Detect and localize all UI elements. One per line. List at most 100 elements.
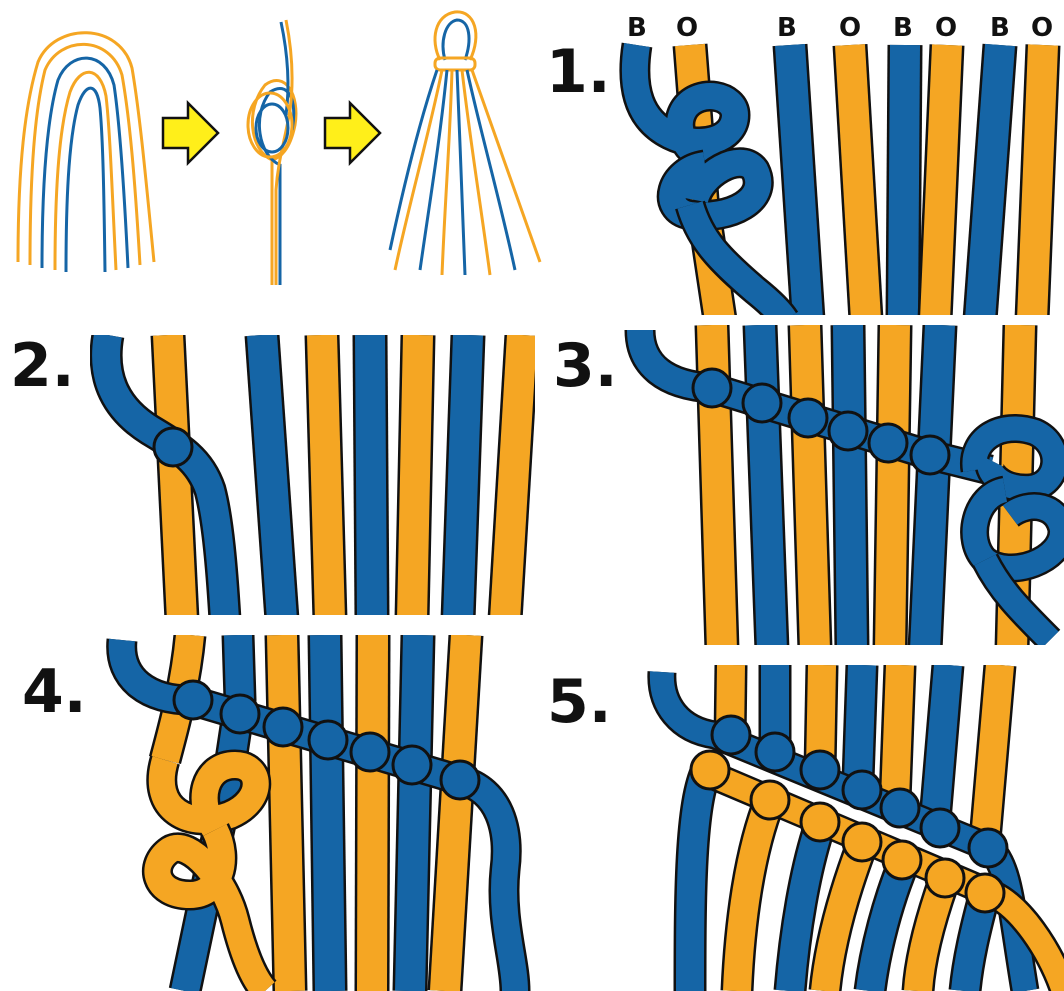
cord-fill bbox=[445, 635, 466, 991]
orange-knot bbox=[751, 781, 789, 819]
blue-cord bbox=[760, 325, 772, 650]
cord-fill bbox=[282, 635, 290, 991]
orange-cord bbox=[850, 45, 866, 320]
orange-knot bbox=[801, 803, 839, 841]
blue-knot bbox=[789, 399, 827, 437]
yellow-arrow-right-icon bbox=[163, 103, 218, 163]
blue-knot bbox=[743, 384, 781, 422]
orange-cord bbox=[412, 335, 418, 620]
cord-fill bbox=[903, 45, 905, 320]
cord-fill bbox=[410, 635, 418, 991]
blue-knot bbox=[801, 751, 839, 789]
orange-cord bbox=[505, 335, 522, 620]
yellow-arrow-right-icon bbox=[325, 103, 380, 163]
strand-letter: O bbox=[839, 13, 861, 43]
blue-knot bbox=[969, 829, 1007, 867]
cord-fill bbox=[370, 335, 372, 620]
step-4-panel bbox=[122, 635, 515, 991]
intro-knotted-strands bbox=[390, 12, 540, 275]
cord-fill bbox=[985, 665, 1000, 840]
blue-cord bbox=[935, 665, 948, 820]
blue-cord bbox=[325, 635, 330, 991]
blue-cord bbox=[690, 768, 708, 991]
orange-cord bbox=[935, 45, 947, 320]
blue-knot bbox=[756, 733, 794, 771]
cord-fill bbox=[505, 335, 522, 620]
orange-cord bbox=[1032, 45, 1043, 320]
orange-cord bbox=[282, 635, 290, 991]
cord-fill bbox=[850, 45, 866, 320]
blue-knot bbox=[921, 809, 959, 847]
cord-fill bbox=[412, 335, 418, 620]
blue-knot bbox=[264, 708, 302, 746]
orange-cord bbox=[805, 325, 815, 650]
intro-loop-strands bbox=[248, 20, 296, 285]
orange-knot bbox=[691, 751, 729, 789]
step-2-panel bbox=[106, 335, 522, 620]
blue-knot bbox=[351, 733, 389, 771]
cord-fill bbox=[790, 45, 808, 320]
strand-letter: B bbox=[777, 13, 797, 43]
blue-cord bbox=[262, 335, 282, 620]
blue-cord bbox=[458, 335, 468, 620]
cord-fill bbox=[925, 325, 940, 650]
blue-knot bbox=[693, 369, 731, 407]
orange-knot bbox=[843, 823, 881, 861]
strand-letter: B bbox=[990, 13, 1010, 43]
blue-cord bbox=[980, 45, 1000, 320]
cord-fill bbox=[262, 335, 282, 620]
orange-knot bbox=[966, 874, 1004, 912]
blue-cord bbox=[848, 325, 852, 650]
blue-cord bbox=[903, 45, 905, 320]
orange-cord bbox=[168, 335, 182, 620]
orange-cord bbox=[372, 635, 373, 991]
step-5-label: 5. bbox=[547, 667, 612, 737]
blue-knot bbox=[843, 771, 881, 809]
cord-fill bbox=[935, 665, 948, 820]
cord-fill bbox=[895, 665, 900, 800]
cord-fill bbox=[1032, 45, 1043, 320]
strand-letter: B bbox=[893, 13, 913, 43]
blue-knot bbox=[221, 695, 259, 733]
step-3-panel bbox=[640, 325, 1062, 650]
strand-letter: O bbox=[1031, 13, 1053, 43]
blue-knot bbox=[174, 681, 212, 719]
strand-letters: B O B O B O B O bbox=[627, 13, 1053, 43]
blue-knot bbox=[881, 789, 919, 827]
orange-cord bbox=[322, 335, 330, 620]
blue-cord bbox=[925, 325, 940, 650]
step-1-panel bbox=[635, 45, 1043, 320]
orange-cord bbox=[737, 800, 770, 991]
strand-letter: B bbox=[627, 13, 647, 43]
blue-cord bbox=[370, 335, 372, 620]
step-4-label: 4. bbox=[22, 657, 87, 727]
blue-knot bbox=[911, 436, 949, 474]
orange-knot bbox=[883, 841, 921, 879]
blue-knot bbox=[829, 412, 867, 450]
cord-fill bbox=[760, 325, 772, 650]
cord-fill bbox=[325, 635, 330, 991]
orange-knot bbox=[926, 859, 964, 897]
cord-fill bbox=[848, 325, 852, 650]
cord-fill bbox=[980, 45, 1000, 320]
blue-cord bbox=[410, 635, 418, 991]
step-1-label: 1. bbox=[546, 37, 611, 107]
cord-fill bbox=[458, 335, 468, 620]
cord-fill bbox=[805, 325, 815, 650]
cord-fill bbox=[322, 335, 330, 620]
orange-cord bbox=[825, 845, 862, 991]
strand-letter: O bbox=[676, 13, 698, 43]
orange-cord bbox=[985, 665, 1000, 840]
step-5-panel bbox=[662, 665, 1064, 991]
cord-fill bbox=[372, 635, 373, 991]
orange-cord bbox=[890, 325, 895, 650]
blue-knot bbox=[309, 721, 347, 759]
blue-knot bbox=[441, 761, 479, 799]
orange-cord bbox=[162, 760, 256, 830]
cord-fill bbox=[858, 665, 862, 780]
cord-fill bbox=[890, 325, 895, 650]
cord-fill bbox=[168, 335, 182, 620]
blue-knot bbox=[154, 428, 192, 466]
blue-knot bbox=[712, 716, 750, 754]
